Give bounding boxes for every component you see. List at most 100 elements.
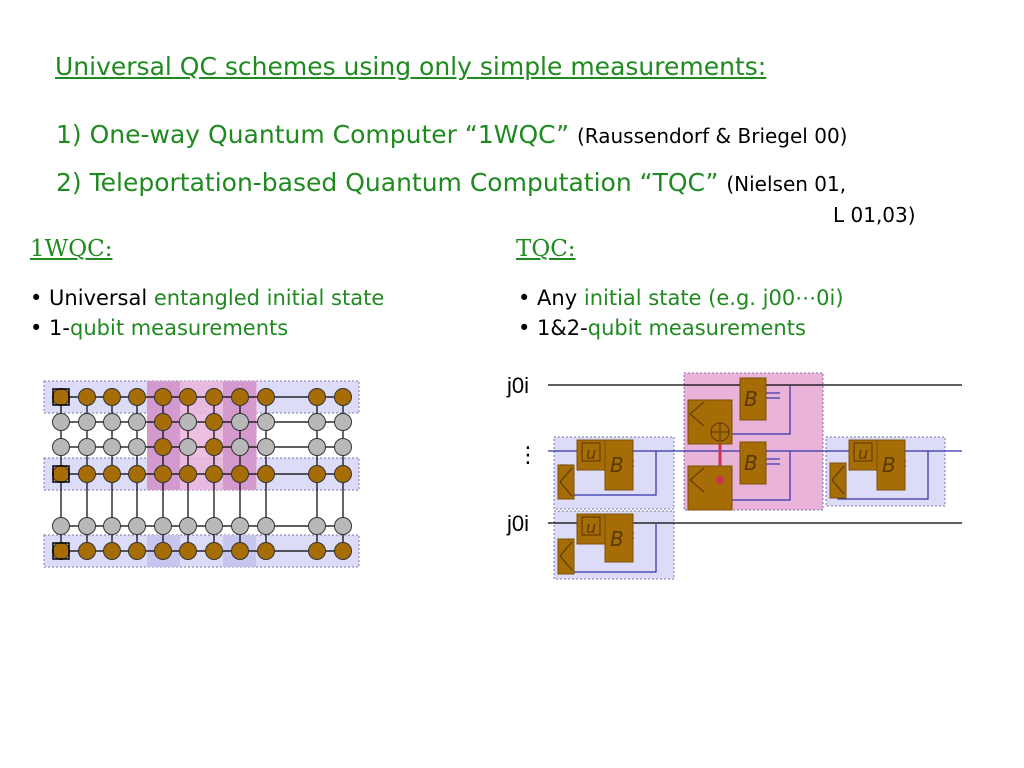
qubit-measured-node	[128, 413, 146, 431]
bullet-tqc-state-lead: • Any	[518, 286, 578, 310]
cnot-block-top	[687, 399, 733, 445]
qubit-node	[308, 542, 326, 560]
qubit-node	[308, 388, 326, 406]
scheme-tqc-citation-cont: L 01,03)	[833, 203, 916, 227]
cnot-control	[716, 476, 724, 484]
qubit-measured-node	[231, 438, 249, 456]
qubit-measured-node	[308, 438, 326, 456]
qubit-node	[103, 388, 121, 406]
scheme-item-tqc: 2) Teleportation-based Quantum Computati…	[56, 168, 846, 197]
gate-u-label: u	[586, 444, 596, 463]
qubit-measured-node	[308, 413, 326, 431]
section-title-tqc: TQC:	[516, 236, 576, 262]
qubit-node	[308, 465, 326, 483]
bullet-1wqc-state-lead: • Universal	[30, 286, 148, 310]
bullet-tqc-measurement-lead: • 1&2-	[518, 316, 588, 340]
qubit-measured-node	[334, 438, 352, 456]
scheme-tqc-citation: (Nielsen 01,	[726, 172, 847, 196]
qubit-node	[257, 465, 275, 483]
scheme-tqc-text: 2) Teleportation-based Quantum Computati…	[56, 168, 719, 197]
qubit-node	[231, 388, 249, 406]
qubit-measured-node	[179, 438, 197, 456]
qubit-node	[154, 388, 172, 406]
qubit-measured-node	[52, 413, 70, 431]
qubit-node	[334, 465, 352, 483]
wire-top-label: j0i	[506, 373, 529, 398]
qubit-measured-node	[154, 517, 172, 535]
input-qubit-marker	[52, 465, 70, 483]
qubit-node	[103, 465, 121, 483]
input-qubit-marker	[52, 388, 70, 406]
qubit-node	[205, 438, 223, 456]
qubit-node	[257, 388, 275, 406]
bullet-1wqc-state: • Universal entangled initial state	[30, 286, 384, 310]
prep-block	[557, 464, 575, 500]
gate-u-label: u	[858, 444, 868, 463]
qubit-node	[128, 465, 146, 483]
qubit-measured-node	[334, 413, 352, 431]
gate-b-label: B	[610, 527, 624, 551]
qubit-node	[334, 542, 352, 560]
qubit-measured-node	[231, 517, 249, 535]
gate-b-label: B	[744, 451, 758, 475]
qubit-measured-node	[257, 517, 275, 535]
b-block	[739, 377, 767, 421]
qubit-measured-node	[257, 438, 275, 456]
qubit-measured-node	[78, 438, 96, 456]
qubit-node	[154, 465, 172, 483]
scheme-1wqc-text: 1) One-way Quantum Computer “1WQC”	[56, 120, 570, 149]
qubit-node	[231, 542, 249, 560]
prep-block	[829, 462, 847, 499]
gate-outlines	[559, 401, 873, 571]
qubit-measured-node	[128, 438, 146, 456]
qubit-measured-node	[179, 517, 197, 535]
b-block	[876, 439, 906, 491]
gate-u-label: u	[586, 518, 596, 537]
qubit-node	[257, 542, 275, 560]
qubit-node	[231, 465, 249, 483]
gate-b-label: B	[610, 453, 624, 477]
prep-block	[557, 538, 575, 575]
qubit-node	[154, 413, 172, 431]
qubit-node	[78, 388, 96, 406]
lattice-nodes	[52, 388, 352, 560]
bullet-tqc-measurement: • 1&2-qubit measurements	[518, 316, 806, 340]
qubit-node	[205, 388, 223, 406]
qubit-node	[78, 542, 96, 560]
scheme-1wqc-citation: (Raussendorf & Briegel 00)	[576, 124, 848, 148]
gate-b-label: B	[882, 453, 896, 477]
b-block	[739, 441, 767, 485]
b-block	[604, 439, 634, 491]
qubit-node	[154, 542, 172, 560]
bullet-1wqc-measurement: • 1-qubit measurements	[30, 316, 288, 340]
qubit-node	[103, 542, 121, 560]
wire-mid-label: ⋮	[517, 443, 539, 468]
qubit-measured-node	[205, 517, 223, 535]
qubit-node	[78, 465, 96, 483]
bullet-1wqc-measurement-rest: qubit measurements	[70, 316, 289, 340]
bullet-1wqc-state-rest: entangled initial state	[153, 286, 385, 310]
qubit-node	[334, 388, 352, 406]
qubit-measured-node	[78, 413, 96, 431]
section-title-1wqc: 1WQC:	[30, 236, 113, 262]
qubit-measured-node	[308, 517, 326, 535]
bullet-tqc-state: • Any initial state (e.g. j00⋯0i)	[518, 286, 844, 310]
cnot-block-bottom	[687, 465, 733, 511]
qubit-measured-node	[52, 517, 70, 535]
qubit-node	[128, 542, 146, 560]
qubit-node	[205, 465, 223, 483]
qubit-measured-node	[103, 517, 121, 535]
qubit-measured-node	[128, 517, 146, 535]
gate-b-label: B	[744, 387, 758, 411]
qubit-node	[205, 413, 223, 431]
qubit-measured-node	[78, 517, 96, 535]
bullet-1wqc-measurement-lead: • 1-	[30, 316, 71, 340]
qubit-measured-node	[103, 438, 121, 456]
wire-bottom-label: j0i	[506, 511, 529, 536]
qubit-node	[179, 465, 197, 483]
qubit-measured-node	[103, 413, 121, 431]
qubit-measured-node	[52, 438, 70, 456]
scheme-item-1wqc: 1) One-way Quantum Computer “1WQC” (Raus…	[56, 120, 847, 149]
